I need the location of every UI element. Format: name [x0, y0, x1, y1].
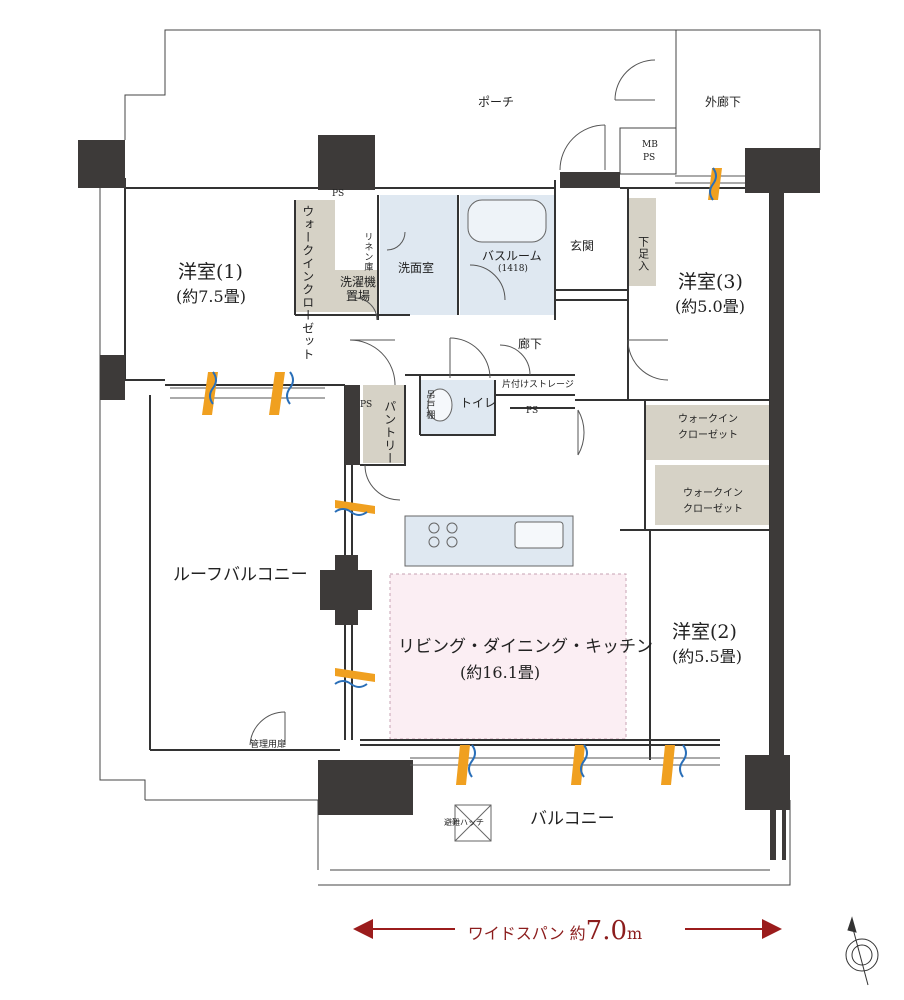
mb-ps-label: PS	[643, 153, 656, 163]
room2-size: (約5.5畳)	[672, 647, 742, 666]
laundry-label: 洗濯機置場	[340, 275, 377, 303]
closets	[295, 198, 770, 525]
pantry-label: パントリー	[382, 400, 397, 465]
ldk-area	[389, 573, 627, 740]
ldk-name: リビング・ダイニング・キッチン	[398, 637, 653, 657]
ps-center-label: PS	[526, 406, 539, 416]
room1-size: (約7.5畳)	[176, 287, 246, 306]
room1-name: 洋室(1)	[178, 261, 243, 283]
hanging-shelf-label: 吊戸棚	[424, 390, 435, 420]
doors	[249, 59, 669, 746]
roof-balcony-label: ルーフバルコニー	[173, 565, 308, 585]
walkin-closet-b-line1: ウォークイン	[683, 488, 743, 499]
mb-label: MB	[642, 140, 658, 150]
toilet-label: トイレ	[460, 396, 497, 410]
wide-span-prefix: ワイドスパン 約	[467, 924, 586, 943]
fixtures	[427, 199, 564, 842]
ps-pantry-label: PS	[360, 400, 373, 410]
balcony-label: バルコニー	[530, 809, 615, 829]
room3-name: 洋室(3)	[678, 271, 743, 293]
compass-icon	[845, 916, 879, 986]
storage-label: 片付けストレージ	[502, 380, 574, 390]
hallway-label: 廊下	[518, 337, 543, 351]
wide-span-label: ワイドスパン 約7.0m	[430, 916, 680, 946]
ps-top-label: PS	[332, 189, 345, 199]
room2-name: 洋室(2)	[672, 621, 737, 643]
shoe-storage-label: 下足入	[636, 236, 650, 272]
linen-label: リネン庫	[362, 232, 373, 272]
evacuation-hatch-label: 避難ハッチ	[444, 818, 484, 827]
walkin-closet-room1-label: ウォークインクローゼット	[300, 205, 315, 361]
bathroom-label: バスルーム	[482, 249, 542, 263]
walkin-closet-a-line2: クローゼット	[678, 430, 738, 441]
management-door-label: 管理用扉	[250, 740, 287, 750]
outer-corridor-label: 外廊下	[705, 95, 742, 109]
porch-label: ポーチ	[478, 95, 515, 109]
washroom-label: 洗面室	[398, 261, 435, 275]
bath-size-label: (1418)	[498, 264, 528, 274]
wide-span-unit: m	[627, 924, 643, 943]
outer-outlines	[99, 29, 821, 886]
walkin-closet-b-line2: クローゼット	[683, 504, 743, 515]
airflow-marks	[202, 167, 722, 785]
entrance-label: 玄関	[570, 239, 595, 253]
wide-span-value: 7.0	[585, 916, 628, 946]
walkin-closet-a-line1: ウォークイン	[678, 414, 738, 425]
room3-size: (約5.0畳)	[675, 297, 745, 316]
ldk-size: (約16.1畳)	[460, 663, 541, 682]
structural-columns	[78, 135, 820, 860]
